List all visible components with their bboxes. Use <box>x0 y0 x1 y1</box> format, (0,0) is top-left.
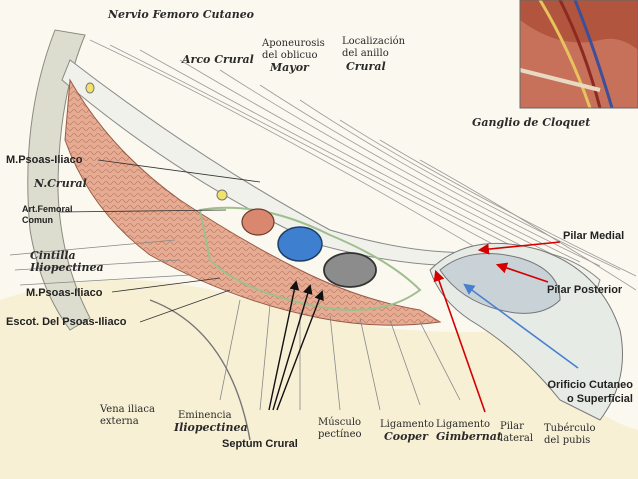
art-femoral-annotation-2: Comun <box>22 215 53 225</box>
pilar-posterior-annotation: Pilar Posterior <box>547 284 623 296</box>
tuberculo-label-2: del pubis <box>544 435 591 446</box>
orificio-annotation-2: o Superficial <box>566 393 633 405</box>
abdominal-wall <box>27 29 91 331</box>
nervio-femoro-label: Nervio Femoro Cutaneo <box>108 8 255 21</box>
psoas-iliac-muscle <box>64 78 442 326</box>
aponeurosis-label-3: Mayor <box>270 61 309 74</box>
art-femoral-annotation-1: Art.Femoral <box>22 204 73 214</box>
ligamento-cooper-label-1: Ligamento <box>380 419 435 430</box>
pilar-lateral-label-2: lateral <box>500 433 534 444</box>
pilar-arrows <box>433 241 561 413</box>
pubic-curve <box>149 299 251 441</box>
septum-arrows <box>268 280 324 411</box>
arco-crural-label: Arco Crural <box>182 53 254 66</box>
cintilla-label-2: Iliopectinea <box>30 261 104 274</box>
leader-lines <box>59 159 261 323</box>
inset-dissection-photo <box>519 0 638 109</box>
eminencia-label-2: Iliopectinea <box>174 421 248 434</box>
aponeurosis-fibres <box>89 39 637 291</box>
pectineal-fibres <box>9 239 461 411</box>
cutaneous-nerve <box>85 82 95 94</box>
orificio-annotation-1: Orificio Cutaneo <box>547 379 633 391</box>
pilar-lateral-label-1: Pilar <box>500 421 524 432</box>
pilar-medial-annotation: Pilar Medial <box>563 230 625 242</box>
ligamento-cooper-label-2: Cooper <box>384 430 428 443</box>
femoral-canal-lymph <box>323 252 377 288</box>
femoral-vein <box>277 226 323 262</box>
tuberculo-label-1: Tubérculo <box>544 423 596 434</box>
aponeurosis-label-1: Aponeurosis <box>262 38 325 49</box>
aponeurosis-label-2: del oblicuo <box>262 50 318 61</box>
femoral-nerve <box>216 189 228 201</box>
escot-psoas-annotation: Escot. Del Psoas-Iliaco <box>6 316 127 328</box>
n-crural-label: N.Crural <box>34 177 87 190</box>
eminencia-label-1: Eminencia <box>178 410 232 421</box>
cintilla-label-1: Cintilla <box>30 249 76 262</box>
femoral-artery <box>241 208 275 236</box>
septum-crural-annotation: Septum Crural <box>222 438 298 450</box>
musculo-label-2: pectíneo <box>318 429 362 440</box>
localizacion-label-1: Localización <box>342 36 406 47</box>
vena-iliaca-label-2: externa <box>100 416 139 427</box>
ligamento-gimbernat-label-1: Ligamento <box>436 419 491 430</box>
localizacion-label-3: Crural <box>346 60 386 73</box>
pelvic-floor-area <box>0 280 638 479</box>
ganglio-label: Ganglio de Cloquet <box>472 116 591 129</box>
psoas-iliaco-mid-annotation: M.Psoas-Iliaco <box>26 287 103 299</box>
ligamento-gimbernat-label-2: Gimbernat <box>436 430 502 443</box>
orificio-arrow <box>463 283 579 369</box>
musculo-label-1: Músculo <box>318 417 362 428</box>
psoas-iliaco-top-annotation: M.Psoas-Iliaco <box>6 154 83 166</box>
femoral-sheath <box>198 206 422 311</box>
vena-iliaca-label-1: Vena iliaca <box>100 404 155 415</box>
localizacion-label-2: del anillo <box>342 48 389 59</box>
